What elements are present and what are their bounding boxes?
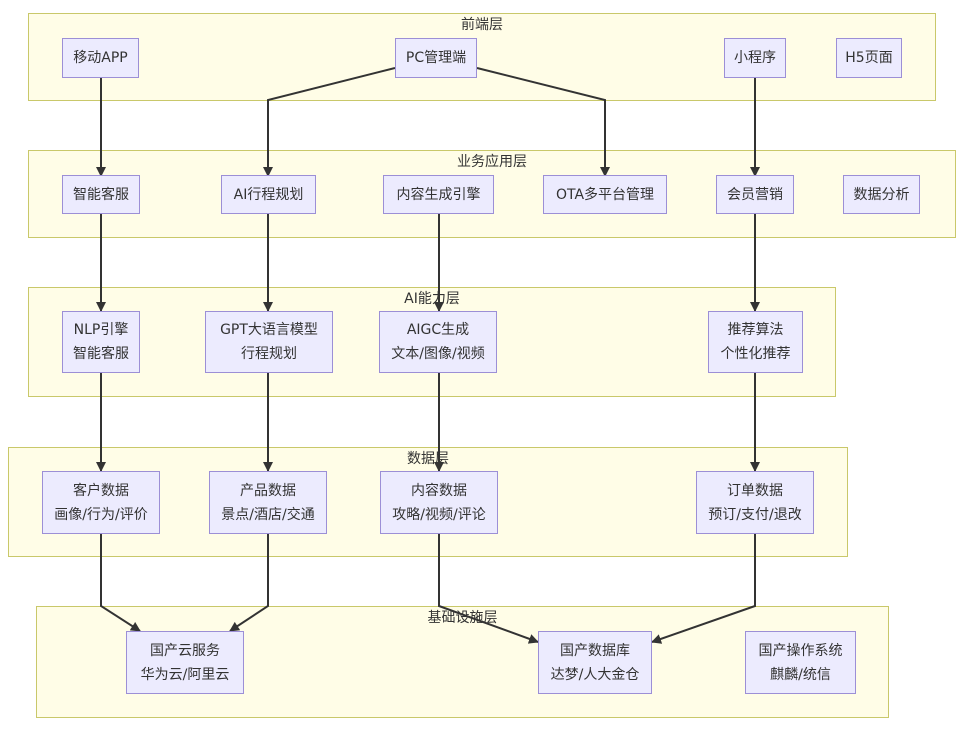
node-h5-page: H5页面 (836, 38, 902, 78)
node-content-engine: 内容生成引擎 (383, 175, 494, 214)
node-label-line2: 行程规划 (241, 346, 297, 362)
node-label: 智能客服 (73, 186, 129, 203)
node-label-line2: 攻略/视频/评论 (392, 506, 486, 523)
node-label-line1: 国产云服务 (150, 642, 220, 659)
node-product-data: 产品数据 景点/酒店/交通 (209, 471, 327, 534)
node-domestic-os: 国产操作系统 麒麟/统信 (745, 631, 856, 694)
node-gpt: GPT大语言模型 行程规划 (205, 311, 333, 373)
node-label-line2: 达梦/人大金仓 (550, 666, 640, 683)
node-label-line2: 麒麟/统信 (770, 666, 831, 683)
node-label: 会员营销 (727, 186, 783, 203)
node-aigc: AIGC生成 文本/图像/视频 (379, 311, 497, 373)
node-label-line1: 内容数据 (411, 482, 467, 499)
node-label-line2: 文本/图像/视频 (391, 346, 485, 362)
node-label-line1: NLP引擎 (73, 322, 129, 338)
node-nlp: NLP引擎 智能客服 (62, 311, 140, 373)
node-label-line2: 景点/酒店/交通 (221, 506, 315, 523)
node-domestic-db: 国产数据库 达梦/人大金仓 (538, 631, 652, 694)
node-label: 内容生成引擎 (396, 186, 481, 203)
layer-title-ai: AI能力层 (404, 291, 460, 307)
node-label: PC管理端 (405, 50, 467, 66)
node-mobile-app: 移动APP (62, 38, 139, 78)
node-ota-mgmt: OTA多平台管理 (543, 175, 667, 214)
node-label-line1: 国产数据库 (560, 642, 630, 659)
node-data-analysis: 数据分析 (843, 175, 920, 214)
node-recommend: 推荐算法 个性化推荐 (708, 311, 803, 373)
node-label-line1: 客户数据 (73, 482, 129, 499)
layer-frontend: 前端层 (28, 13, 936, 101)
node-label-line1: AIGC生成 (406, 322, 470, 338)
node-label: H5页面 (845, 50, 893, 66)
node-label: AI行程规划 (233, 186, 304, 203)
node-label: 数据分析 (853, 186, 910, 203)
node-content-data: 内容数据 攻略/视频/评论 (380, 471, 498, 534)
node-ai-itinerary: AI行程规划 (221, 175, 316, 214)
node-label-line1: GPT大语言模型 (220, 322, 318, 338)
node-label-line2: 个性化推荐 (720, 346, 791, 362)
node-label: 小程序 (734, 50, 776, 66)
node-mini-program: 小程序 (724, 38, 786, 78)
layer-ai: AI能力层 (28, 287, 836, 397)
node-customer-data: 客户数据 画像/行为/评价 (42, 471, 160, 534)
node-label-line2: 画像/行为/评价 (54, 506, 148, 523)
node-label-line1: 国产操作系统 (758, 642, 843, 659)
node-order-data: 订单数据 预订/支付/退改 (696, 471, 814, 534)
node-smart-service: 智能客服 (62, 175, 140, 214)
node-label: OTA多平台管理 (555, 186, 655, 203)
node-label-line2: 智能客服 (73, 346, 129, 362)
layer-title-infra: 基础设施层 (427, 610, 498, 626)
node-member-marketing: 会员营销 (716, 175, 794, 214)
node-label-line2: 预订/支付/退改 (708, 506, 802, 523)
layer-title-data: 数据层 (407, 451, 449, 467)
node-label-line1: 订单数据 (727, 482, 783, 499)
layer-title-business: 业务应用层 (457, 154, 527, 170)
node-domestic-cloud: 国产云服务 华为云/阿里云 (126, 631, 244, 694)
node-label-line1: 推荐算法 (727, 322, 784, 338)
node-pc-admin: PC管理端 (395, 38, 477, 78)
node-label-line1: 产品数据 (240, 482, 296, 499)
node-label-line2: 华为云/阿里云 (140, 666, 230, 683)
layer-title-frontend: 前端层 (461, 17, 503, 33)
node-label: 移动APP (73, 50, 128, 66)
